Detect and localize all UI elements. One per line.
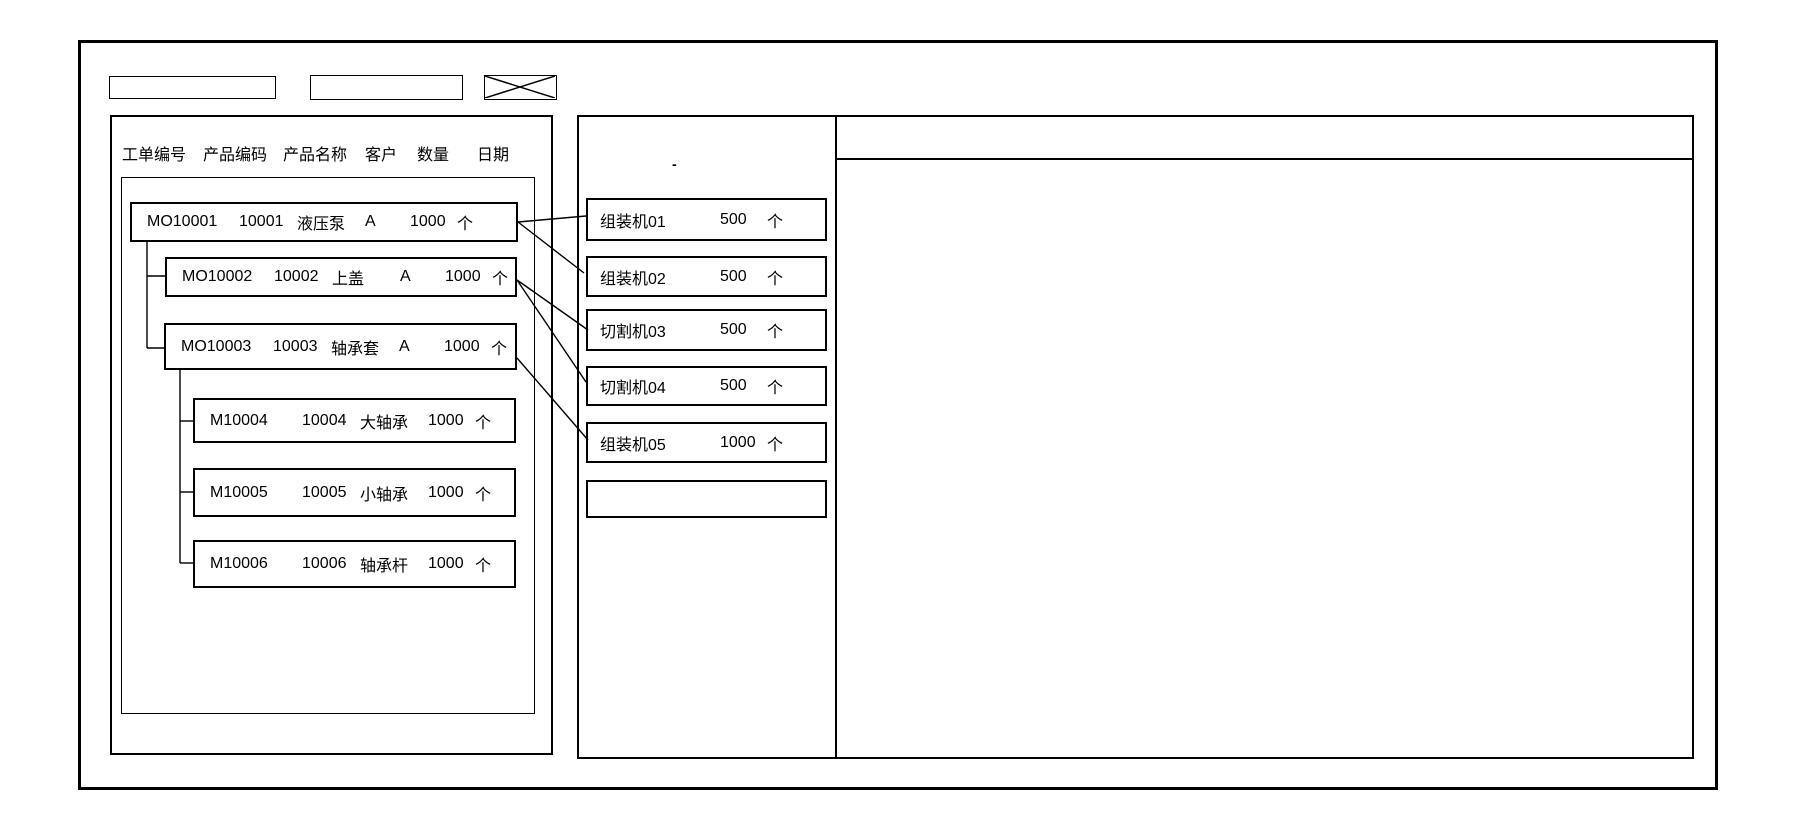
product-name: 液压泵 (297, 216, 346, 233)
machine-qty: 500 (720, 377, 747, 394)
column-header-customer: 客户 (365, 147, 398, 164)
unit: 个 (767, 436, 784, 454)
unit: 个 (475, 414, 492, 432)
unit: 个 (492, 271, 509, 288)
product-name: 轴承杆 (360, 558, 409, 575)
product-code: 10001 (239, 213, 284, 230)
order-no: MO10003 (181, 337, 252, 355)
order-no: M10006 (210, 555, 268, 572)
quantity: 1000 (428, 555, 464, 572)
column-header-date: 日期 (477, 147, 510, 164)
close-button[interactable] (484, 75, 557, 100)
product-code: 10002 (274, 268, 319, 285)
customer: A (400, 268, 411, 285)
machine-box-01[interactable]: 组装机01 500 个 (586, 198, 827, 241)
detail-panel (835, 115, 1694, 759)
column-header-product-name: 产品名称 (283, 147, 348, 164)
order-row-m10005[interactable]: M10005 10005 小轴承 1000 个 (193, 468, 516, 517)
machine-box-04[interactable]: 切割机04 500 个 (586, 366, 827, 406)
unit: 个 (767, 324, 784, 341)
machine-name: 组装机02 (600, 270, 666, 288)
product-name: 小轴承 (360, 486, 409, 504)
machine-qty: 500 (720, 321, 747, 338)
unit: 个 (475, 558, 492, 575)
machine-qty: 1000 (720, 433, 756, 451)
machine-box-05[interactable]: 组装机05 1000 个 (586, 422, 827, 463)
machine-box-03[interactable]: 切割机03 500 个 (586, 309, 827, 351)
toolbar-input-2[interactable] (310, 75, 463, 100)
product-code: 10005 (302, 483, 347, 501)
order-no: M10004 (210, 411, 268, 429)
quantity: 1000 (445, 268, 481, 285)
order-row-mo10001[interactable]: MO10001 10001 液压泵 A 1000 个 (130, 202, 518, 242)
order-row-mo10003[interactable]: MO10003 10003 轴承套 A 1000 个 (164, 323, 517, 370)
machine-box-empty[interactable] (586, 480, 827, 518)
quantity: 1000 (444, 337, 480, 355)
quantity: 1000 (410, 213, 446, 230)
product-name: 大轴承 (360, 414, 409, 432)
unit: 个 (767, 270, 784, 288)
machine-name: 组装机05 (600, 436, 666, 454)
machine-name: 切割机03 (600, 324, 666, 341)
quantity: 1000 (428, 483, 464, 501)
quantity: 1000 (428, 411, 464, 429)
product-name: 轴承套 (331, 340, 380, 358)
customer: A (365, 213, 376, 230)
order-row-mo10002[interactable]: MO10002 10002 上盖 A 1000 个 (165, 257, 517, 297)
product-code: 10004 (302, 411, 347, 429)
column-header-order-no: 工单编号 (122, 147, 187, 164)
product-code: 10006 (302, 555, 347, 572)
order-no: MO10002 (182, 268, 253, 285)
machine-name: 切割机04 (600, 380, 666, 397)
machine-box-02[interactable]: 组装机02 500 个 (586, 256, 827, 297)
detail-panel-header-divider (837, 158, 1692, 160)
unit: 个 (457, 216, 474, 233)
close-icon (485, 76, 555, 98)
machine-name: 组装机01 (600, 213, 666, 231)
product-code: 10003 (273, 337, 318, 355)
machines-panel-title-mark: - (672, 156, 677, 172)
machine-qty: 500 (720, 267, 747, 285)
product-name: 上盖 (332, 271, 365, 288)
order-row-m10004[interactable]: M10004 10004 大轴承 1000 个 (193, 398, 516, 443)
order-no: MO10001 (147, 213, 218, 230)
toolbar-input-1[interactable] (109, 76, 276, 99)
unit: 个 (767, 380, 784, 397)
customer: A (399, 337, 410, 355)
window-frame (78, 40, 1718, 790)
unit: 个 (475, 486, 492, 504)
unit: 个 (767, 213, 784, 231)
machine-qty: 500 (720, 210, 747, 228)
order-no: M10005 (210, 483, 268, 501)
order-row-m10006[interactable]: M10006 10006 轴承杆 1000 个 (193, 540, 516, 588)
unit: 个 (491, 340, 508, 358)
column-header-product-code: 产品编码 (203, 147, 268, 164)
column-header-qty: 数量 (417, 147, 450, 164)
